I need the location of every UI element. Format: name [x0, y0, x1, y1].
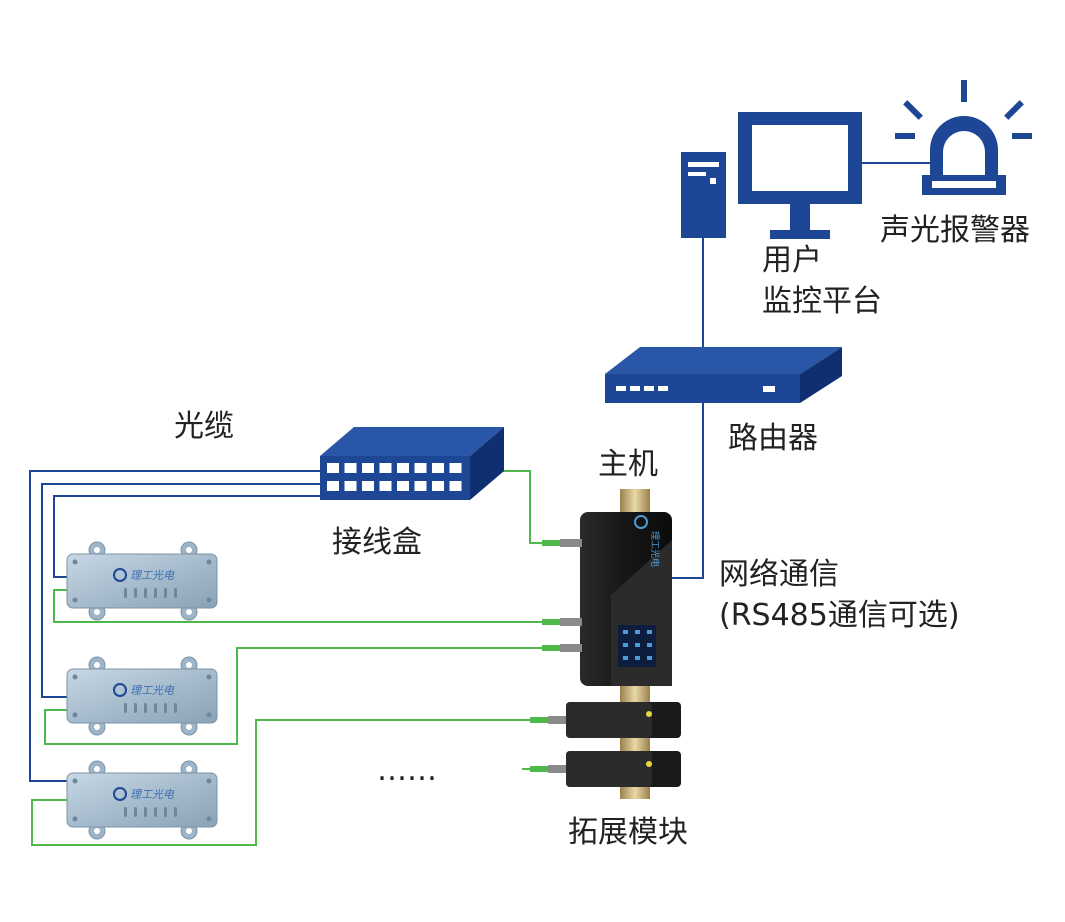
network-label-line1: 网络通信 — [719, 557, 839, 592]
sensor-module-2: 理工光电 — [66, 656, 218, 736]
patch-port — [449, 463, 462, 473]
host-label: 主机 — [598, 447, 658, 482]
host-device-icon: 理工光电 — [542, 512, 672, 686]
sensor-module-3: 理工光电 — [66, 760, 218, 840]
patch-port — [362, 463, 374, 473]
sensor-1-fiber — [53, 589, 560, 623]
platform-label-line1: 用户 — [762, 243, 822, 278]
patch-port — [379, 481, 392, 491]
expansion-module-1 — [530, 702, 681, 738]
platform-label-line2: 监控平台 — [762, 284, 882, 319]
patch-port — [344, 463, 357, 473]
router-label: 路由器 — [728, 421, 818, 456]
expansion-module-icon — [530, 702, 681, 787]
router-icon — [605, 347, 842, 403]
sensor-brand: 理工光电 — [130, 684, 175, 697]
router-to-host-link — [671, 403, 704, 579]
patch-port — [414, 463, 427, 473]
patch-port — [432, 463, 444, 473]
alarm-label: 声光报警器 — [880, 213, 1030, 248]
patch-port — [327, 463, 339, 473]
cable-to-sensor-3 — [29, 470, 320, 782]
host-fiber-connectors — [542, 539, 582, 652]
patch-port — [397, 481, 409, 491]
ellipsis-label: …… — [377, 753, 437, 788]
patch-panel-ports — [327, 463, 462, 491]
patch-port — [414, 481, 427, 491]
patch-port — [379, 463, 392, 473]
sensor-brand: 理工光电 — [130, 788, 175, 801]
patch-port — [397, 463, 409, 473]
patch-port — [362, 481, 374, 491]
junction-to-host-fiber — [500, 470, 560, 544]
patch-port — [449, 481, 462, 491]
expansion-label: 拓展模块 — [568, 815, 688, 850]
patch-port — [344, 481, 357, 491]
sensor-3-fiber — [31, 719, 548, 846]
expansion-module-2 — [530, 751, 681, 787]
network-links — [671, 162, 930, 579]
sensor-module-1: 理工光电 — [66, 541, 218, 621]
optical-fibers — [31, 470, 560, 846]
siren-icon — [895, 80, 1032, 195]
sensor-brand: 理工光电 — [130, 569, 175, 582]
patch-port — [327, 481, 339, 491]
host-brand: 理工光电 — [649, 531, 661, 567]
cable-to-sensor-1 — [53, 495, 320, 578]
patch-panel-icon — [320, 427, 504, 500]
network-label-line2: (RS485通信可选) — [719, 598, 960, 633]
cable-to-sensor-2 — [41, 483, 320, 698]
sensor-2-fiber — [44, 647, 560, 745]
fiber-cables — [29, 470, 320, 782]
server-tower-icon — [681, 152, 726, 238]
monitor-icon — [738, 112, 862, 239]
cable-label: 光缆 — [174, 409, 234, 444]
junction-box-label: 接线盒 — [332, 525, 422, 560]
patch-port — [432, 481, 444, 491]
